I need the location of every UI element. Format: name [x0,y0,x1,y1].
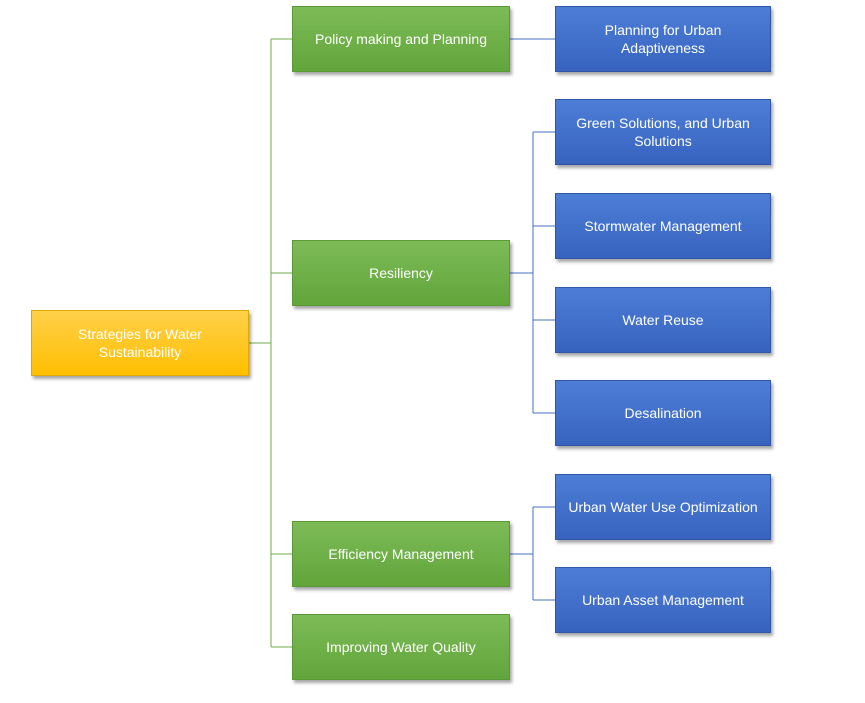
leaf-label: Planning for Urban Adaptiveness [604,22,722,56]
branch-label: Improving Water Quality [326,639,476,655]
leaf-label: Desalination [624,405,702,421]
leaf-node-asset-management: Urban Asset Management [555,567,771,633]
branch-node-policy: Policy making and Planning [292,6,510,72]
leaf-node-water-use-optimization: Urban Water Use Optimization [555,474,771,540]
leaf-node-green-solutions: Green Solutions, and Urban Solutions [555,99,771,165]
leaf-node-urban-adaptiveness: Planning for Urban Adaptiveness [555,6,771,72]
leaf-label: Water Reuse [622,312,704,328]
branch-node-water-quality: Improving Water Quality [292,614,510,680]
branch-node-efficiency: Efficiency Management [292,521,510,587]
branch-node-resiliency: Resiliency [292,240,510,306]
leaf-label: Green Solutions, and Urban Solutions [576,115,750,149]
leaf-label: Urban Asset Management [582,592,744,608]
branch-label: Resiliency [369,265,433,281]
leaf-label: Stormwater Management [584,218,742,234]
leaf-node-stormwater: Stormwater Management [555,193,771,259]
root-node: Strategies for Water Sustainability [31,310,249,376]
branch-label: Policy making and Planning [315,31,487,47]
leaf-node-water-reuse: Water Reuse [555,287,771,353]
branch-label: Efficiency Management [328,546,474,562]
leaf-label: Urban Water Use Optimization [568,499,758,515]
leaf-node-desalination: Desalination [555,380,771,446]
root-node-label: Strategies for Water Sustainability [78,326,202,360]
